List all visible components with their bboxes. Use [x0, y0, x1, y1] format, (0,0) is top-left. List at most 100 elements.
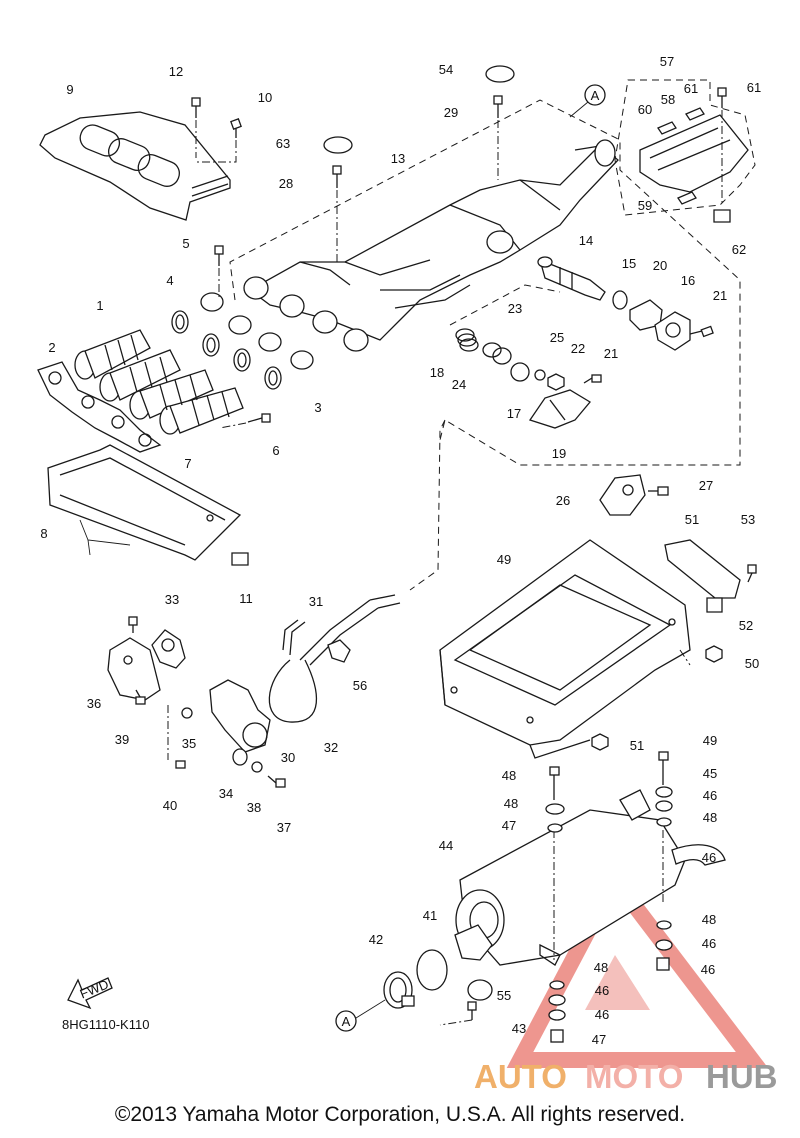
assembly-boundary-58 [614, 79, 756, 216]
callout-48: 48 [504, 796, 518, 811]
callout-51: 51 [685, 512, 699, 527]
part-30-sensor-body [209, 679, 271, 753]
part-44-bolt [439, 1001, 477, 1026]
connector-a-lower-label: A [342, 1014, 351, 1029]
callout-58: 58 [661, 92, 675, 107]
part-61-clip-a [657, 121, 677, 135]
callout-52: 52 [739, 618, 753, 633]
part-11-clip [231, 552, 249, 566]
callout-59: 59 [638, 198, 652, 213]
part-62-bolt [717, 87, 727, 205]
callout-15: 15 [622, 256, 636, 271]
callout-32: 32 [324, 740, 338, 755]
callout-46: 46 [595, 983, 609, 998]
part-15-spacer [612, 290, 628, 310]
callout-43: 43 [512, 1021, 526, 1036]
part-43-clamp [383, 971, 415, 1009]
part-46-washer-c [655, 800, 673, 812]
part-14-sensor [537, 256, 606, 301]
part-5-bolt [214, 245, 224, 298]
callout-48: 48 [594, 960, 608, 975]
part-23-seal [492, 347, 512, 365]
part-63-clip [713, 209, 731, 223]
callout-9: 9 [66, 82, 73, 97]
part-53-clip [706, 597, 723, 613]
callout-35: 35 [182, 736, 196, 751]
callout-48: 48 [502, 768, 516, 783]
callout-53: 53 [741, 512, 755, 527]
callout-51: 51 [630, 738, 644, 753]
part-4-rings [171, 310, 282, 390]
harness-route-line [409, 419, 446, 591]
callout-40: 40 [163, 798, 177, 813]
callout-44: 44 [439, 838, 453, 853]
callout-26: 26 [556, 493, 570, 508]
callout-11: 11 [239, 591, 253, 606]
part-50-muffler-cover [439, 539, 691, 759]
callout-10: 10 [258, 90, 272, 105]
callout-47: 47 [592, 1032, 606, 1047]
callout-60: 60 [638, 102, 652, 117]
part-3-clamps [200, 292, 314, 370]
part-40-bolt [135, 689, 146, 705]
part-46-washer-e [548, 994, 566, 1006]
part-48-washer-d [549, 980, 565, 990]
callout-61: 61 [747, 80, 761, 95]
part-49-bolt-right [658, 751, 669, 905]
callout-28: 28 [279, 176, 293, 191]
callout-16: 16 [681, 273, 695, 288]
leader-50-a [679, 649, 691, 666]
diagram-ref-code: 8HG1110-K110 [62, 1017, 150, 1032]
watermark-moto: MOTO [585, 1058, 684, 1095]
callout-22: 22 [571, 341, 585, 356]
callout-1: 1 [96, 298, 103, 313]
callout-56: 56 [353, 678, 367, 693]
part-25-washer [534, 369, 546, 381]
connector-a-upper [584, 84, 606, 106]
part-49-bolt-left [549, 766, 560, 960]
assembly-boundary-13 [229, 99, 741, 466]
fwd-arrow-icon: FWD [67, 976, 113, 1010]
callout-5: 5 [182, 236, 189, 251]
callout-2: 2 [48, 340, 55, 355]
callout-38: 38 [247, 800, 261, 815]
part-54-bolt [747, 564, 757, 583]
part-46-washer-d [655, 939, 673, 951]
part-52-bracket [664, 539, 741, 599]
part-48-washer-c [656, 920, 672, 930]
callout-46: 46 [595, 1007, 609, 1022]
part-60-clip [677, 191, 697, 205]
callout-21: 21 [713, 288, 727, 303]
callout-55: 55 [497, 988, 511, 1003]
part-24-ring [482, 342, 502, 358]
callout-labels: 1234567891011121314151617181920212122232… [40, 54, 761, 1047]
callout-46: 46 [703, 788, 717, 803]
part-36-grommet [181, 707, 193, 719]
callout-29: 29 [444, 105, 458, 120]
callout-41: 41 [423, 908, 437, 923]
fwd-arrow-label: FWD [78, 976, 111, 1001]
part-51-nut-lower [591, 733, 609, 751]
part-27-bolt [648, 486, 669, 496]
callout-13: 13 [391, 151, 405, 166]
part-9-heat-shield [39, 111, 231, 221]
callout-45: 45 [703, 766, 717, 781]
callout-21: 21 [604, 346, 618, 361]
part-19-bracket [528, 389, 591, 429]
part-57-clamp [327, 639, 351, 663]
part-17-ring [510, 362, 530, 382]
part-6-bolt [219, 413, 271, 429]
callout-61: 61 [684, 81, 698, 96]
callout-33: 33 [165, 592, 179, 607]
part-47-bolt-right [656, 957, 670, 971]
part-22-nut [547, 373, 565, 391]
copyright-notice: ©2013 Yamaha Motor Corporation, U.S.A. A… [114, 1103, 686, 1126]
callout-31: 31 [309, 594, 323, 609]
part-26-bracket [599, 474, 646, 516]
part-21-bolt-lower [583, 374, 602, 384]
part-46-washer-b [655, 786, 673, 798]
part-7-lower-shield [47, 444, 242, 561]
callout-46: 46 [702, 850, 716, 865]
callout-17: 17 [507, 406, 521, 421]
